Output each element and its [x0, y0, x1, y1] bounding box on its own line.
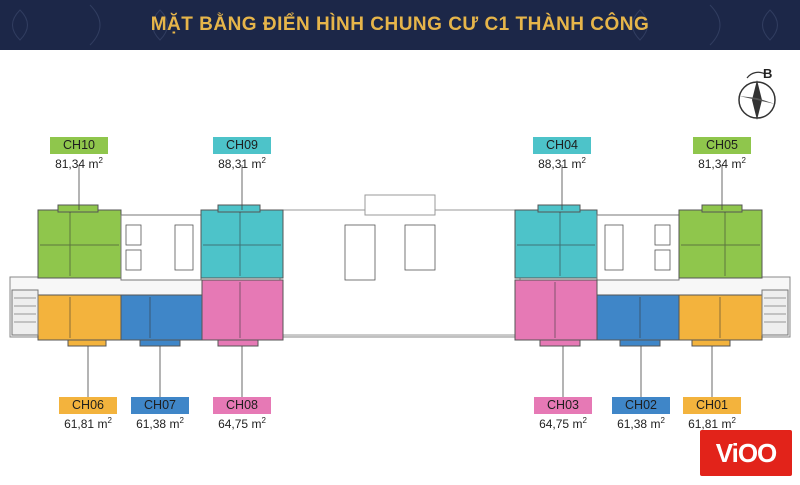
unit-ch02-shape	[596, 294, 680, 341]
unit-label-ch08: CH08 64,75 m2	[207, 397, 277, 431]
unit-code: CH04	[533, 137, 591, 154]
unit-ch07-balcony	[139, 339, 181, 347]
unit-code: CH05	[693, 137, 751, 154]
unit-code: CH08	[213, 397, 271, 414]
unit-ch08-balcony	[217, 339, 259, 347]
unit-ch09-shape	[200, 209, 284, 279]
right-stair	[761, 289, 789, 336]
page-title: MẶT BẰNG ĐIỂN HÌNH CHUNG CƯ C1 THÀNH CÔN…	[150, 14, 650, 35]
unit-area: 64,75 m2	[218, 416, 266, 431]
unit-area: 61,81 m2	[64, 416, 112, 431]
left-core	[120, 214, 202, 281]
unit-area: 88,31 m2	[218, 156, 266, 171]
unit-area: 61,38 m2	[617, 416, 665, 431]
unit-ch06-balcony	[67, 339, 107, 347]
unit-ch07-shape	[120, 294, 203, 341]
unit-area: 64,75 m2	[539, 416, 587, 431]
unit-code: CH06	[59, 397, 117, 414]
unit-ch04-shape	[514, 209, 598, 279]
unit-code: CH09	[213, 137, 271, 154]
unit-ch03-balcony	[539, 339, 581, 347]
unit-area: 61,38 m2	[136, 416, 184, 431]
unit-label-ch03: CH03 64,75 m2	[528, 397, 598, 431]
header-pattern	[12, 4, 778, 46]
unit-label-ch09: CH09 88,31 m2	[207, 137, 277, 171]
unit-code: CH03	[534, 397, 592, 414]
unit-label-ch05: CH05 81,34 m2	[687, 137, 757, 171]
unit-ch05-shape	[678, 209, 763, 279]
unit-label-ch04: CH04 88,31 m2	[527, 137, 597, 171]
unit-label-ch07: CH07 61,38 m2	[125, 397, 195, 431]
unit-ch04-balcony	[537, 204, 581, 213]
left-stair	[11, 289, 39, 336]
unit-code: CH01	[683, 397, 741, 414]
vioo-logo: ViOO	[700, 430, 792, 476]
compass-icon: B	[733, 66, 783, 128]
unit-ch10-shape	[37, 209, 122, 279]
unit-label-ch10: CH10 81,34 m2	[44, 137, 114, 171]
unit-area: 81,34 m2	[55, 156, 103, 171]
compass-letter: B	[763, 66, 773, 81]
unit-ch03-shape	[514, 279, 598, 341]
unit-ch01-balcony	[691, 339, 731, 347]
unit-ch09-balcony	[217, 204, 261, 213]
unit-ch06-shape	[37, 294, 122, 341]
unit-label-ch02: CH02 61,38 m2	[606, 397, 676, 431]
central-balcony	[364, 194, 436, 216]
unit-code: CH07	[131, 397, 189, 414]
unit-area: 81,34 m2	[698, 156, 746, 171]
central-core	[279, 209, 521, 336]
unit-ch10-balcony	[57, 204, 99, 213]
header-banner: MẶT BẰNG ĐIỂN HÌNH CHUNG CƯ C1 THÀNH CÔN…	[0, 0, 800, 50]
right-core	[596, 214, 680, 281]
unit-label-ch06: CH06 61,81 m2	[53, 397, 123, 431]
unit-area: 88,31 m2	[538, 156, 586, 171]
unit-code: CH02	[612, 397, 670, 414]
unit-label-ch01: CH01 61,81 m2	[677, 397, 747, 431]
unit-ch02-balcony	[619, 339, 661, 347]
unit-area: 61,81 m2	[688, 416, 736, 431]
unit-code: CH10	[50, 137, 108, 154]
unit-ch08-shape	[201, 279, 284, 341]
